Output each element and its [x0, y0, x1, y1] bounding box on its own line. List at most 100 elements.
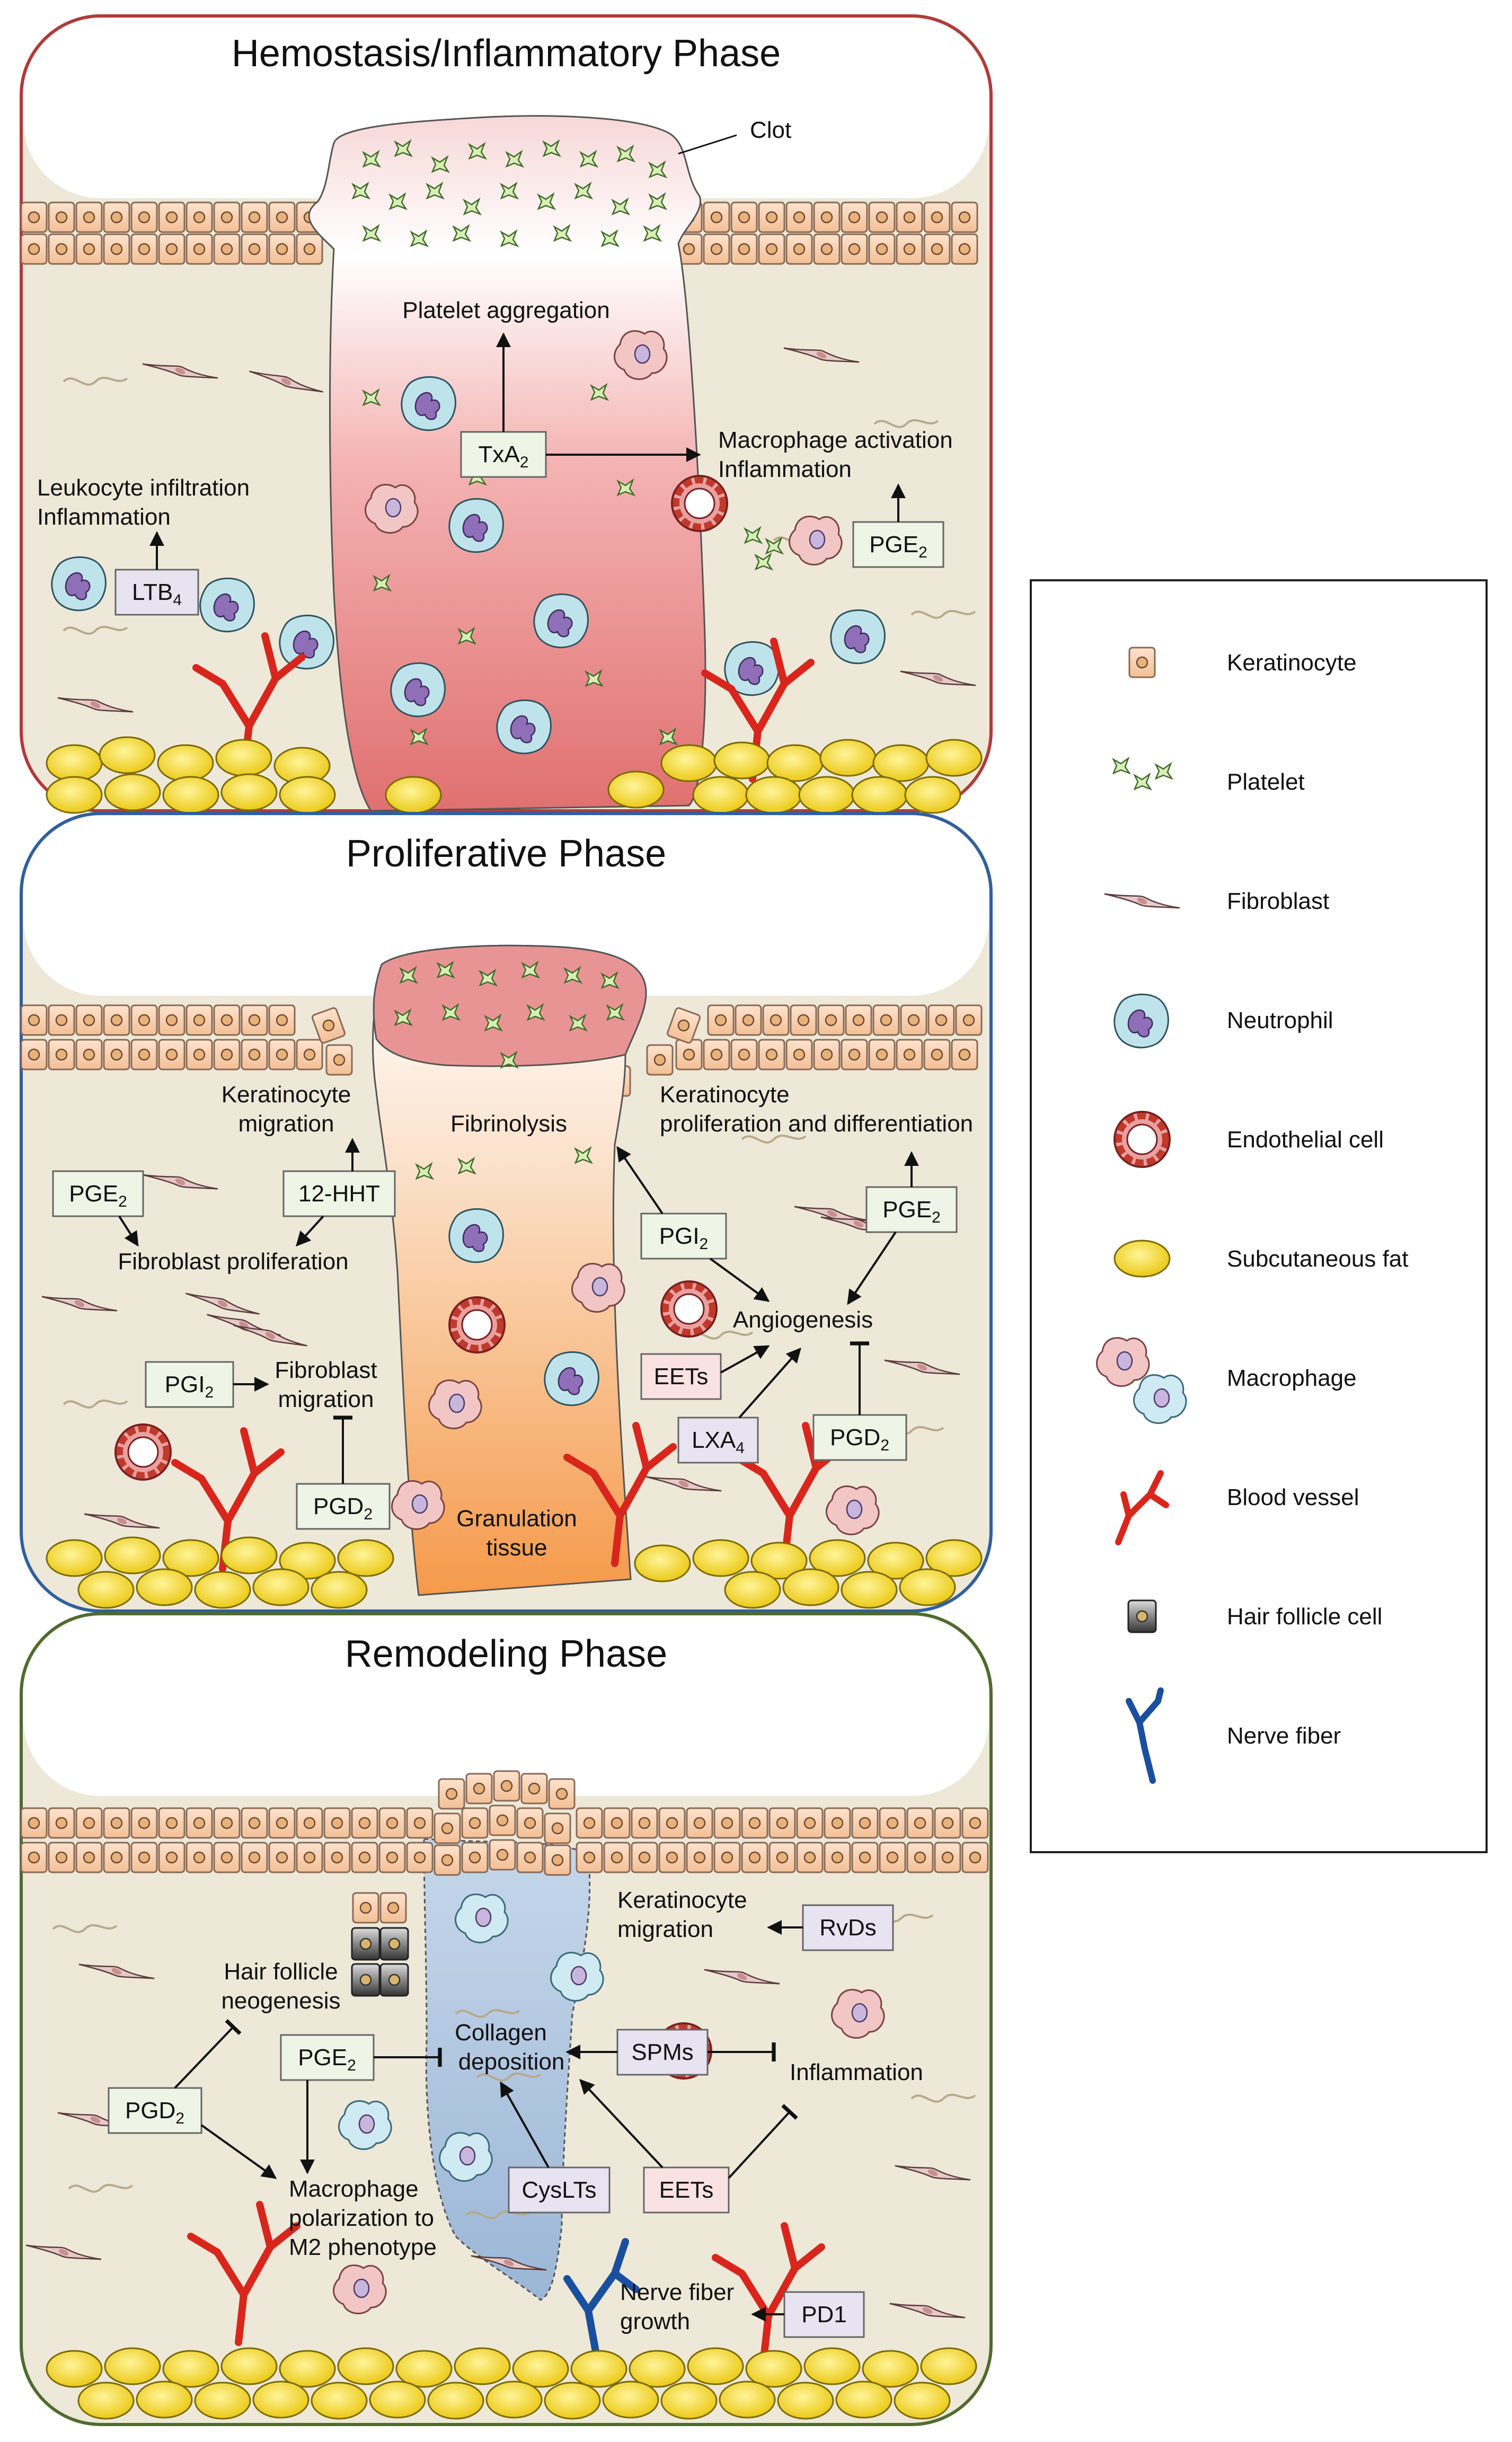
mediator-pge2: PGE2 — [280, 2034, 375, 2081]
svg-text:LXA4: LXA4 — [692, 1427, 745, 1457]
label-macrophage-polarization: Macrophage — [289, 2176, 419, 2202]
svg-text:Keratinocyte: Keratinocyte — [1227, 650, 1357, 676]
mediator-pge2-right: PGE2 — [865, 1186, 958, 1233]
endothelial-cell — [672, 476, 727, 531]
svg-text:PGI2: PGI2 — [165, 1372, 214, 1401]
label-macrophage-activation: Macrophage activation — [718, 427, 953, 453]
label-hair-follicle-neogenesis-2: neogenesis — [221, 1988, 340, 2014]
neutrophil — [544, 1351, 599, 1406]
mediator-eets: EETs — [643, 2166, 730, 2214]
label-keratinocyte-migration: Keratinocyte — [617, 1887, 747, 1913]
svg-text:LTB4: LTB4 — [132, 579, 182, 609]
label-inflammation-left: Inflammation — [37, 504, 171, 530]
label-clot: Clot — [750, 117, 791, 143]
endothelial-cell — [449, 1297, 505, 1352]
svg-text:RvDs: RvDs — [819, 1915, 877, 1941]
panel-proliferative: Proliferative Phase — [20, 812, 993, 1613]
neutrophil — [199, 577, 255, 633]
legend-item-macrophage: Macrophage — [1096, 1337, 1357, 1424]
label-fibroblast-migration-2: migration — [278, 1386, 374, 1412]
subcutaneous-fat-icon — [1113, 1240, 1171, 1278]
legend-item-platelet: Platelet — [1112, 757, 1305, 795]
panel-title-hemostasis: Hemostasis/Inflammatory Phase — [232, 32, 781, 75]
mediator-pge2: PGE2 — [852, 521, 944, 568]
arrow-pge2-to-fibroblast — [118, 1215, 139, 1247]
svg-text:SPMs: SPMs — [631, 2039, 693, 2065]
mediator-pd1: PD1 — [783, 2291, 865, 2338]
neutrophil — [533, 593, 589, 649]
arrow-lxa4-to-angiogenesis — [738, 1347, 801, 1419]
legend-item-subcutaneous-fat: Subcutaneous fat — [1113, 1240, 1408, 1278]
mediator-pgd2: PGD2 — [108, 2087, 202, 2134]
arrow-eets-to-collagen — [579, 2078, 664, 2169]
label-granulation-tissue-2: tissue — [487, 1535, 547, 1561]
endothelial-cell — [661, 1281, 717, 1337]
svg-text:Fibroblast: Fibroblast — [1227, 888, 1329, 914]
neutrophil — [390, 662, 446, 718]
legend-item-endothelial-cell: Endothelial cell — [1115, 1112, 1384, 1167]
svg-text:Endothelial cell: Endothelial cell — [1227, 1127, 1384, 1153]
mediator-pge2-left: PGE2 — [52, 1170, 144, 1217]
nerve-fiber — [563, 2238, 640, 2373]
mediator-pgd2-right: PGD2 — [812, 1414, 907, 1461]
hair-follicle-cell-icon — [1127, 1599, 1157, 1633]
blood-vessel-icon — [1115, 1470, 1169, 1545]
arrow-pgi2-to-fibrinolysis — [616, 1146, 664, 1215]
label-leukocyte-infiltration: Leukocyte infiltration — [37, 475, 250, 501]
arrow-pgd2-to-polarization — [200, 2124, 277, 2179]
svg-text:PGE2: PGE2 — [298, 2045, 356, 2074]
panel-title-proliferative: Proliferative Phase — [346, 833, 666, 875]
clot-pointer — [678, 134, 737, 155]
svg-text:PGD2: PGD2 — [830, 1424, 889, 1454]
svg-text:PGE2: PGE2 — [869, 532, 927, 561]
label-macrophage-polarization-2: polarization to — [289, 2205, 434, 2231]
mediator-cyslts: CysLTs — [508, 2166, 611, 2214]
inhibit-eets-inflammation — [728, 2104, 798, 2179]
mediator-pgi2-left: PGI2 — [145, 1361, 234, 1408]
label-keratinocyte-migration-2: migration — [617, 1916, 713, 1942]
neutrophil — [401, 376, 456, 431]
svg-text:CysLTs: CysLTs — [522, 2177, 597, 2203]
panel-title-remodeling: Remodeling Phase — [345, 1633, 667, 1675]
legend-item-keratinocyte: Keratinocyte — [1128, 647, 1357, 678]
legend-item-blood-vessel: Blood vessel — [1115, 1470, 1359, 1545]
mediator-txa2: TxA2 — [460, 431, 547, 478]
mediator-lxa4: LXA4 — [677, 1417, 759, 1464]
label-inflammation-right: Inflammation — [718, 456, 852, 482]
clot-remnant — [373, 944, 647, 1067]
mediator-spms: SPMs — [616, 2029, 709, 2076]
label-keratinocyte-proliferation: Keratinocyte — [660, 1082, 790, 1108]
label-fibrinolysis: Fibrinolysis — [450, 1111, 567, 1137]
label-platelet-aggregation: Platelet aggregation — [402, 297, 609, 323]
arrow-pgi2-to-angiogenesis — [709, 1258, 770, 1302]
label-angiogenesis: Angiogenesis — [733, 1307, 873, 1333]
svg-text:PGD2: PGD2 — [125, 2098, 184, 2127]
panel-hemostasis: Hemostasis/Inflammatory Phase — [20, 14, 993, 814]
label-keratinocyte-migration-2: migration — [238, 1111, 334, 1137]
legend-item-nerve-fiber: Nerve fiber — [1126, 1687, 1341, 1784]
label-macrophage-polarization-3: M2 phenotype — [289, 2234, 437, 2260]
svg-text:PGE2: PGE2 — [882, 1197, 941, 1226]
label-proliferation-differentiation: proliferation and differentiation — [660, 1111, 973, 1137]
svg-text:EETs: EETs — [654, 1364, 709, 1390]
neutrophil — [448, 1208, 504, 1263]
svg-text:Hair follicle cell: Hair follicle cell — [1227, 1604, 1382, 1630]
label-collagen-deposition-2: deposition — [458, 2049, 565, 2075]
label-nerve-fiber-growth-2: growth — [620, 2308, 690, 2334]
svg-text:PGE2: PGE2 — [69, 1181, 127, 1210]
neutrophil-icon — [1113, 993, 1169, 1049]
svg-text:Blood vessel: Blood vessel — [1227, 1484, 1359, 1510]
svg-text:12-HHT: 12-HHT — [298, 1181, 380, 1207]
svg-text:Subcutaneous fat: Subcutaneous fat — [1227, 1246, 1408, 1272]
legend-item-neutrophil: Neutrophil — [1113, 993, 1333, 1049]
mediator-12-hht: 12-HHT — [282, 1170, 396, 1217]
neutrophil — [279, 614, 334, 670]
label-fibroblast-proliferation: Fibroblast proliferation — [118, 1249, 348, 1275]
arrow-eets-to-angiogenesis — [720, 1345, 770, 1374]
svg-text:Nerve fiber: Nerve fiber — [1227, 1723, 1341, 1749]
svg-text:TxA2: TxA2 — [479, 441, 529, 471]
legend-item-fibroblast: Fibroblast — [1103, 875, 1329, 926]
keratinocyte-icon — [1128, 647, 1156, 678]
arrow-hht-to-fibroblast — [296, 1215, 324, 1247]
inhibit-pgd2-hair-follicle — [174, 2019, 242, 2089]
